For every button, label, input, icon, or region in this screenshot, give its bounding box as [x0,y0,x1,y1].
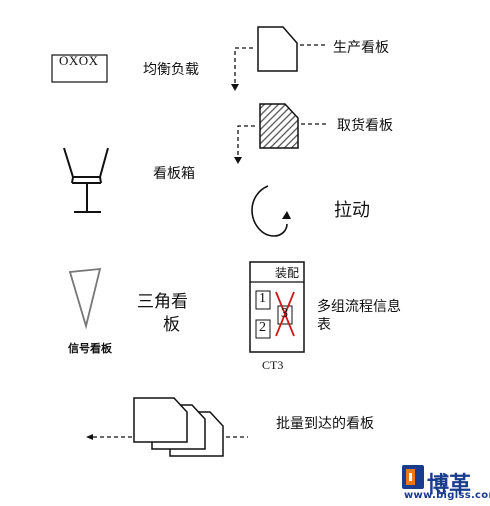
withdrawal-kanban-label: 取货看板 [337,118,393,134]
process-slot-2 [255,319,271,339]
process-cross-icon [275,291,295,337]
signal-kanban-label-line1: 三角看 [137,292,188,312]
batch-kanban-arrowhead [86,434,93,440]
leveling-box [51,54,108,83]
process-slot-3-text: 3 [281,306,288,321]
signal-kanban-caption: 信号看板 [68,342,112,355]
production-kanban-label: 生产看板 [333,40,389,56]
kanban-post-label: 看板箱 [153,166,195,182]
process-slot-2-text: 2 [259,320,266,335]
process-label-line2: 表 [317,317,331,333]
process-cycle-time: CT3 [262,358,284,372]
withdrawal-kanban-dashed-line [237,125,255,158]
pull-arrow-icon [251,185,288,237]
leveling-box-text: OXOX [59,53,99,68]
withdrawal-kanban-arrowhead [234,157,242,164]
withdrawal-kanban-card [259,103,299,149]
signal-kanban-triangle-icon [68,267,102,330]
production-kanban-arrowhead [231,84,239,91]
process-slot-1-text: 1 [259,291,266,306]
brand-url: www.biglss.com [404,490,490,501]
pull-arrowhead [282,211,291,219]
leveling-label: 均衡负载 [143,62,199,78]
batch-kanban-card-front [133,397,188,443]
kanban-post-icon [63,147,109,213]
batch-kanban-label: 批量到达的看板 [276,416,374,432]
production-kanban-dashed-line [234,47,253,86]
process-slot-1 [255,290,271,310]
brand-logo-icon [402,465,424,489]
pull-label: 拉动 [334,200,370,221]
production-kanban-card [257,26,298,72]
process-box-header: 装配 [275,266,300,280]
brand-name: 博革 [427,473,472,498]
process-label-line1: 多组流程信息 [317,299,401,315]
signal-kanban-label-line2: 板 [163,315,180,335]
